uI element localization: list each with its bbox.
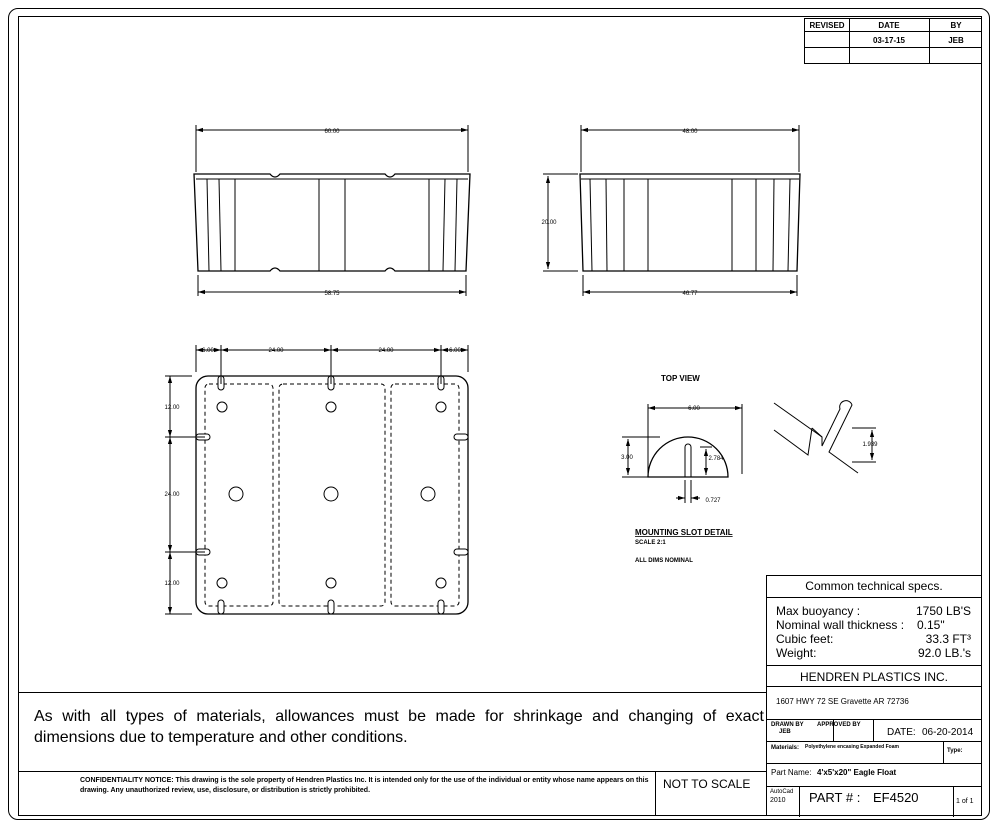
slot-gap-dim: 0.727: [705, 498, 721, 504]
drawn-by-label: DRAWN BY: [771, 722, 804, 728]
part-number-label: PART # :: [809, 790, 861, 805]
front-view: [193, 125, 471, 296]
notes-bottom-rule: [18, 771, 766, 772]
slot-detail-caption: MOUNTING SLOT DETAIL: [635, 528, 733, 537]
plan-side-dim-2: 24.00: [164, 492, 180, 498]
side-bottom-dim: 46.77: [682, 291, 698, 297]
top-view-label: TOP VIEW: [661, 374, 700, 383]
date-label: DATE:: [887, 727, 916, 738]
slot-width-dim: 6.00: [688, 406, 700, 412]
rev-header-revised: REVISED: [809, 21, 845, 30]
spec-label-weight: Weight:: [776, 646, 817, 660]
plan-top-dim-4: 6.00: [449, 348, 461, 354]
part-number-value: EF4520: [873, 790, 919, 805]
nts-divider: [655, 771, 656, 816]
rev-header-date: DATE: [878, 21, 900, 30]
software-label: AutoCad: [770, 789, 794, 795]
spec-value-weight: 92.0 LB.'s: [918, 646, 971, 660]
drawing-border: [18, 16, 982, 816]
approved-by-label: APPROVED BY: [817, 722, 861, 728]
specs-title: Common technical specs.: [805, 579, 943, 593]
dims-nominal-note: ALL DIMS NOMINAL: [635, 558, 693, 564]
plan-side-dim-1: 12.00: [164, 405, 180, 411]
slot-height-dim: 3.00: [621, 455, 633, 461]
type-label: Type:: [947, 748, 963, 754]
slot-detail-view: [622, 400, 876, 503]
shrinkage-note: As with all types of materials, allowanc…: [34, 708, 764, 746]
spec-value-cubic: 33.3 FT³: [925, 632, 971, 646]
iso-depth-dim: 1.939: [862, 442, 878, 448]
drawn-by-value: JEB: [779, 729, 791, 735]
plan-view: [165, 345, 469, 615]
front-bottom-dim: 58.75: [324, 291, 340, 297]
plan-top-dim-1: 6.00: [202, 348, 214, 354]
plan-top-dim-2: 24.00: [268, 348, 284, 354]
slot-detail-scale: SCALE 2:1: [635, 540, 666, 546]
materials-label: Materials:: [771, 745, 800, 751]
company-name: HENDREN PLASTICS INC.: [799, 670, 949, 684]
title-date: 06-20-2014: [922, 727, 974, 738]
title-block: Common technical specs. Max buoyancy : 1…: [766, 575, 982, 817]
plan-side-dim-3: 12.00: [164, 581, 180, 587]
spec-label-cubic: Cubic feet:: [776, 632, 834, 646]
materials-value: Polyethylene encasing Expanded Foam: [805, 744, 899, 750]
notes-top-rule: [18, 692, 766, 693]
rev-by: JEB: [948, 36, 964, 45]
revision-table: REVISED DATE BY 03-17-15 JEB: [804, 18, 982, 64]
drawing-outer-frame: [8, 8, 990, 820]
rev-header-by: BY: [950, 21, 962, 30]
part-name-value: 4'x5'x20" Eagle Float: [817, 768, 897, 777]
part-name-label: Part Name:: [771, 768, 812, 777]
side-view: [543, 125, 801, 296]
confidentiality-notice: CONFIDENTIALITY NOTICE: This drawing is …: [80, 777, 649, 794]
not-to-scale-label: NOT TO SCALE: [663, 777, 751, 791]
sheet-number: 1 of 1: [956, 798, 974, 805]
spec-value-buoyancy: 1750 LB'S: [915, 604, 971, 618]
spec-label-buoyancy: Max buoyancy :: [776, 604, 861, 618]
front-top-dim: 60.00: [324, 129, 340, 135]
slot-depth-dim: 2.784: [708, 456, 724, 462]
plan-top-dim-3: 24.00: [378, 348, 394, 354]
software-version: 2010: [770, 797, 786, 804]
side-top-dim: 48.00: [682, 129, 698, 135]
side-height-dim: 20.00: [541, 220, 557, 226]
spec-label-wall: Nominal wall thickness :: [776, 618, 905, 632]
spec-value-wall: 0.15": [917, 618, 945, 632]
company-address: 1607 HWY 72 SE Gravette AR 72736: [776, 697, 909, 706]
rev-date: 03-17-15: [872, 36, 906, 45]
